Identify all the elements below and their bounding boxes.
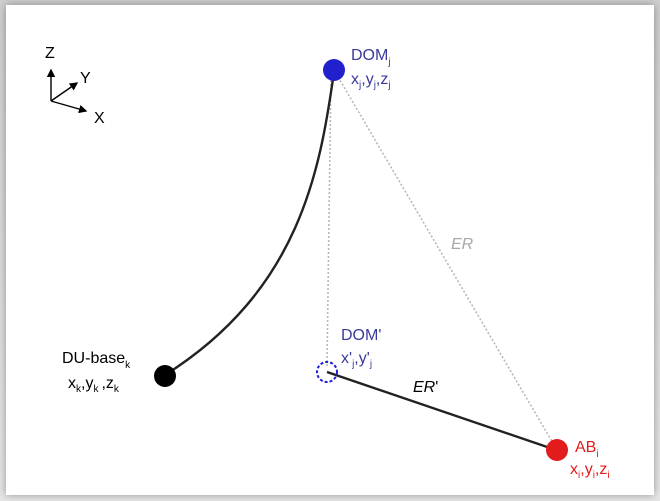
dom-j-z-sub: j — [387, 80, 390, 91]
svg-text:xj,yj,zj: xj,yj,zj — [351, 71, 391, 91]
du-cable-curve — [164, 71, 336, 377]
dom-proj-y: y' — [359, 350, 370, 367]
du-base-z: z — [106, 375, 114, 392]
du-base-sep2: , — [101, 375, 105, 392]
x-axis-label: X — [94, 110, 105, 127]
svg-text:DU-basek: DU-basek — [62, 350, 131, 371]
dom-proj-name: DOM' — [341, 327, 381, 344]
er-prime: ' — [435, 379, 438, 396]
dom-j-name: DOM — [351, 47, 388, 64]
dom-j-node — [323, 59, 345, 81]
svg-text:x'j,y'j: x'j,y'j — [341, 350, 372, 370]
er-projected-label: ER' — [413, 379, 438, 396]
du-base-z-sub: k — [114, 384, 120, 395]
du-base-name: DU-base — [62, 350, 125, 367]
ab-i-node — [546, 439, 568, 461]
svg-text:xk,yk,zk: xk,yk,zk — [68, 375, 120, 395]
er-projected-text: ER — [413, 379, 436, 396]
ab-i-label: ABi xi,yi,zi — [570, 439, 610, 481]
dom-j-subscript: j — [387, 57, 390, 68]
z-axis-label: Z — [45, 45, 55, 62]
dom-proj-x: x' — [341, 350, 352, 367]
ab-i-name: AB — [575, 439, 596, 456]
dom-j-sep2: , — [376, 71, 380, 88]
du-base-subscript: k — [125, 360, 131, 371]
ab-i-x: x — [570, 461, 578, 478]
ab-i-sep1: , — [580, 461, 584, 478]
y-axis — [50, 82, 79, 102]
ab-i-sep2: , — [595, 461, 599, 478]
er-label: ER — [451, 236, 474, 253]
dom-j-x-sub: j — [358, 80, 361, 91]
vertical-projection-line — [326, 71, 332, 367]
ab-i-z-sub: i — [607, 470, 609, 481]
svg-text:DOMj: DOMj — [351, 47, 391, 68]
axis-triad: Z Y X — [45, 45, 105, 127]
ab-i-y: y — [585, 461, 593, 478]
dom-j-y-sub: j — [373, 80, 376, 91]
dom-j-z: z — [380, 71, 388, 88]
dom-proj-x-sub: j — [351, 359, 354, 370]
du-base-sep1: , — [81, 375, 85, 392]
dom-j-y: y — [366, 71, 374, 88]
dom-projection-label: DOM' x'j,y'j — [341, 327, 381, 370]
er-projected-line — [326, 370, 557, 452]
ab-i-x-sub: i — [578, 470, 580, 481]
er-dotted-line — [333, 69, 558, 451]
svg-text:xi,yi,zi: xi,yi,zi — [570, 461, 610, 481]
diagram-panel — [6, 5, 654, 495]
du-base-x-sub: k — [76, 384, 82, 395]
du-base-label: DU-basek xk,yk,zk — [62, 350, 131, 395]
du-base-node — [154, 365, 176, 387]
dom-j-x: x — [351, 71, 359, 88]
ab-i-y-sub: i — [593, 470, 595, 481]
svg-text:ABi: ABi — [575, 439, 599, 460]
dom-j-sep1: , — [361, 71, 365, 88]
ab-i-z: z — [599, 461, 607, 478]
dom-proj-y-sub: j — [369, 359, 372, 370]
y-axis-label: Y — [80, 70, 91, 87]
du-base-y-sub: k — [93, 384, 99, 395]
ab-i-subscript: i — [596, 449, 598, 460]
dom-j-label: DOMj xj,yj,zj — [351, 47, 391, 91]
du-base-y: y — [85, 375, 93, 392]
dom-projection-node — [316, 361, 338, 383]
du-base-x: x — [68, 375, 76, 392]
x-axis — [50, 100, 88, 114]
dom-proj-sep: , — [354, 350, 358, 367]
